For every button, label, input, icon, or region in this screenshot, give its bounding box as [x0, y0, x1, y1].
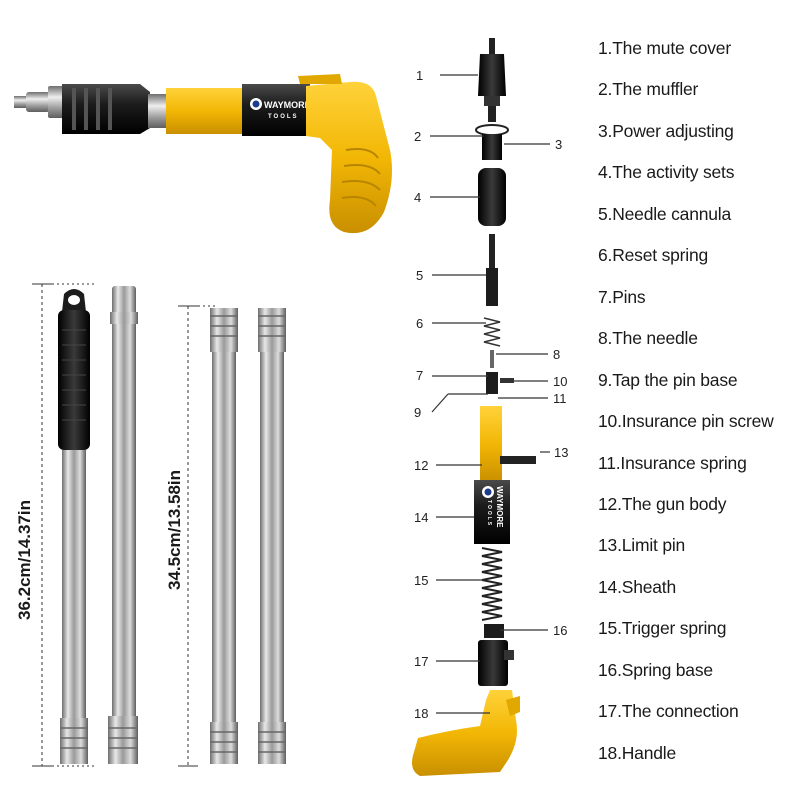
dimension-line-short	[178, 305, 215, 767]
legend-item-4: 4.The activity sets	[598, 162, 735, 182]
exploded-view: WAYMORE TOOLS	[412, 38, 536, 776]
legend-item-7: 7.Pins	[598, 287, 646, 307]
rod-with-grip	[58, 289, 90, 764]
brand-sub-sheath: TOOLS	[486, 500, 492, 527]
legend-item-13: 13.Limit pin	[598, 535, 686, 555]
legend-item-10: 10.Insurance pin screw	[598, 411, 774, 431]
callout-1: 1	[416, 68, 423, 83]
callout-10: 10	[553, 374, 567, 389]
legend-item-15: 15.Trigger spring	[598, 618, 727, 638]
rod-threaded-1	[210, 308, 238, 764]
legend-item-1: 1.The mute cover	[598, 38, 731, 58]
legend-item-16: 16.Spring base	[598, 660, 713, 680]
callout-9: 9	[414, 405, 421, 420]
callout-7: 7	[416, 368, 423, 383]
callout-numbers: 1 2 3 4 5 6 7 8 9 10 11 12 13 14 15 16 1…	[414, 68, 568, 721]
callout-11: 11	[553, 391, 567, 406]
brand-name-sheath: WAYMORE	[495, 486, 504, 528]
callout-13: 13	[554, 445, 568, 460]
legend-item-9: 9.Tap the pin base	[598, 370, 738, 390]
assembled-tool-image: WAYMORE TOOLS	[14, 74, 392, 234]
brand-name-tool: WAYMORE	[264, 100, 311, 110]
rod-plain	[108, 286, 138, 764]
callout-6: 6	[416, 316, 423, 331]
legend-item-3: 3.Power adjusting	[598, 121, 734, 141]
callout-16: 16	[553, 623, 567, 638]
legend-item-17: 17.The connection	[598, 701, 739, 721]
legend-item-14: 14.Sheath	[598, 577, 676, 597]
callout-14: 14	[414, 510, 428, 525]
callout-8: 8	[553, 347, 560, 362]
callout-15: 15	[414, 573, 428, 588]
callout-2: 2	[414, 129, 421, 144]
callout-12: 12	[414, 458, 428, 473]
callout-17: 17	[414, 654, 428, 669]
rod-threaded-2	[258, 308, 286, 764]
dimension-label-short: 34.5cm/13.58in	[165, 470, 184, 590]
callout-3: 3	[555, 137, 562, 152]
brand-sub-tool: TOOLS	[268, 114, 299, 120]
callout-18: 18	[414, 706, 428, 721]
legend-item-5: 5.Needle cannula	[598, 204, 732, 224]
dimension-line-long	[32, 283, 96, 767]
callout-5: 5	[416, 268, 423, 283]
legend-item-12: 12.The gun body	[598, 494, 727, 514]
legend-item-18: 18.Handle	[598, 743, 676, 763]
legend-item-2: 2.The muffler	[598, 79, 699, 99]
legend-item-6: 6.Reset spring	[598, 245, 709, 265]
callout-4: 4	[414, 190, 421, 205]
legend-item-8: 8.The needle	[598, 328, 698, 348]
legend-item-11: 11.Insurance spring	[598, 453, 747, 473]
callout-leaders	[430, 74, 550, 714]
dimension-label-long: 36.2cm/14.37in	[15, 500, 34, 620]
